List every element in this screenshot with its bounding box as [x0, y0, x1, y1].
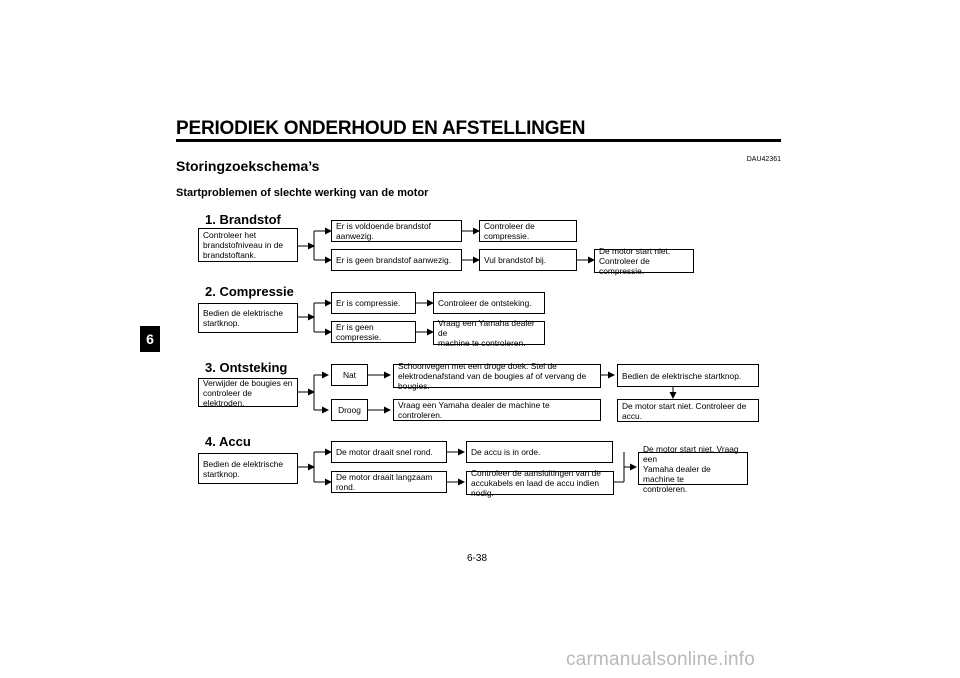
heading-accu: 4. Accu: [205, 434, 251, 449]
brandstof-yes-action-box: Controleer de compressie.: [479, 220, 577, 242]
ontsteking-dry-action-box: Vraag een Yamaha dealer de machine te co…: [393, 399, 601, 421]
header-rule: [176, 139, 781, 142]
compressie-yes-box: Er is compressie.: [331, 292, 416, 314]
brandstof-start-box: Controleer het brandstofniveau in de bra…: [198, 228, 298, 262]
accu-slow-box: De motor draait langzaam rond.: [331, 471, 447, 493]
brandstof-yes-box: Er is voldoende brandstof aanwezig.: [331, 220, 462, 242]
accu-fast-action-box: De accu is in orde.: [466, 441, 613, 463]
section-title: Storingzoekschema’s: [176, 158, 320, 174]
compressie-yes-action-box: Controleer de ontsteking.: [433, 292, 545, 314]
heading-brandstof: 1. Brandstof: [205, 212, 281, 227]
section-subtitle: Startproblemen of slechte werking van de…: [176, 187, 429, 199]
ontsteking-wet-box: Nat: [331, 364, 368, 386]
accu-slow-action-box: Controleer de aansluitingen van de accuk…: [466, 468, 614, 498]
accu-fast-box: De motor draait snel rond.: [331, 441, 447, 463]
brandstof-no-action-box: Vul brandstof bij.: [479, 249, 577, 271]
ontsteking-final-box: De motor start niet. Controleer de accu.: [617, 399, 759, 422]
accu-start-box: Bedien de elektrische startknop.: [198, 453, 298, 484]
heading-ontsteking: 3. Ontsteking: [205, 360, 288, 375]
document-code: DAU42361: [746, 156, 781, 163]
ontsteking-wet-action-box: Schoonvegen met een droge doek. Stel de …: [393, 361, 601, 391]
chapter-tab: 6: [140, 326, 160, 352]
brandstof-final-box: De motor start niet. Controleer de compr…: [594, 246, 694, 276]
watermark: carmanualsonline.info: [566, 649, 756, 670]
compressie-start-box: Bedien de elektrische startknop.: [198, 303, 298, 333]
page-number: 6-38: [467, 553, 488, 564]
page-header-title: PERIODIEK ONDERHOUD EN AFSTELLINGEN: [176, 118, 586, 139]
heading-compressie: 2. Compressie: [205, 284, 294, 299]
ontsteking-start-box: Verwijder de bougies en controleer de el…: [198, 378, 298, 408]
ontsteking-wet-next-box: Bedien de elektrische startknop.: [617, 364, 759, 387]
brandstof-no-box: Er is geen brandstof aanwezig.: [331, 249, 462, 271]
compressie-no-action-box: Vraag een Yamaha dealer de machine te co…: [433, 318, 545, 348]
ontsteking-dry-box: Droog: [331, 399, 368, 421]
compressie-no-box: Er is geen compressie.: [331, 321, 416, 343]
accu-final-box: De motor start niet. Vraag een Yamaha de…: [638, 444, 748, 494]
